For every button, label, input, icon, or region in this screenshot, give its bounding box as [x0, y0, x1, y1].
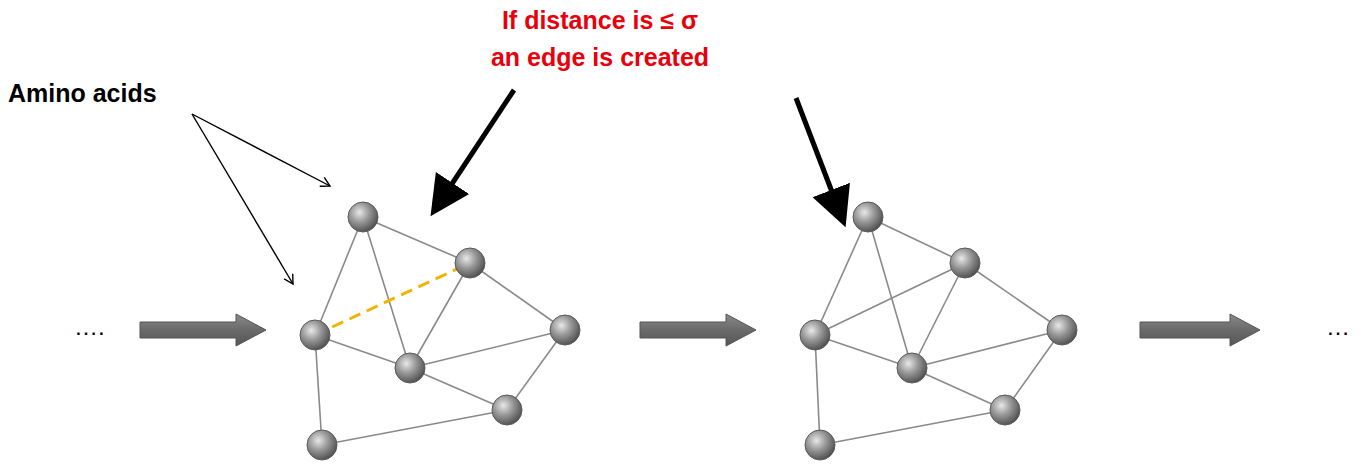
part-label: Amino acids	[8, 78, 198, 109]
ellipsis: …	[1326, 312, 1364, 342]
graph-edges	[815, 217, 1062, 445]
leader-line	[192, 114, 330, 284]
callout-arrow	[436, 90, 842, 218]
new-edge-dashed	[315, 263, 470, 335]
graph-edges	[315, 217, 565, 445]
amino-acid-sphere	[300, 202, 1077, 460]
ellipsis: ….	[74, 312, 134, 342]
note-text: If distance is ≤ σ an edge is created	[486, 2, 714, 76]
